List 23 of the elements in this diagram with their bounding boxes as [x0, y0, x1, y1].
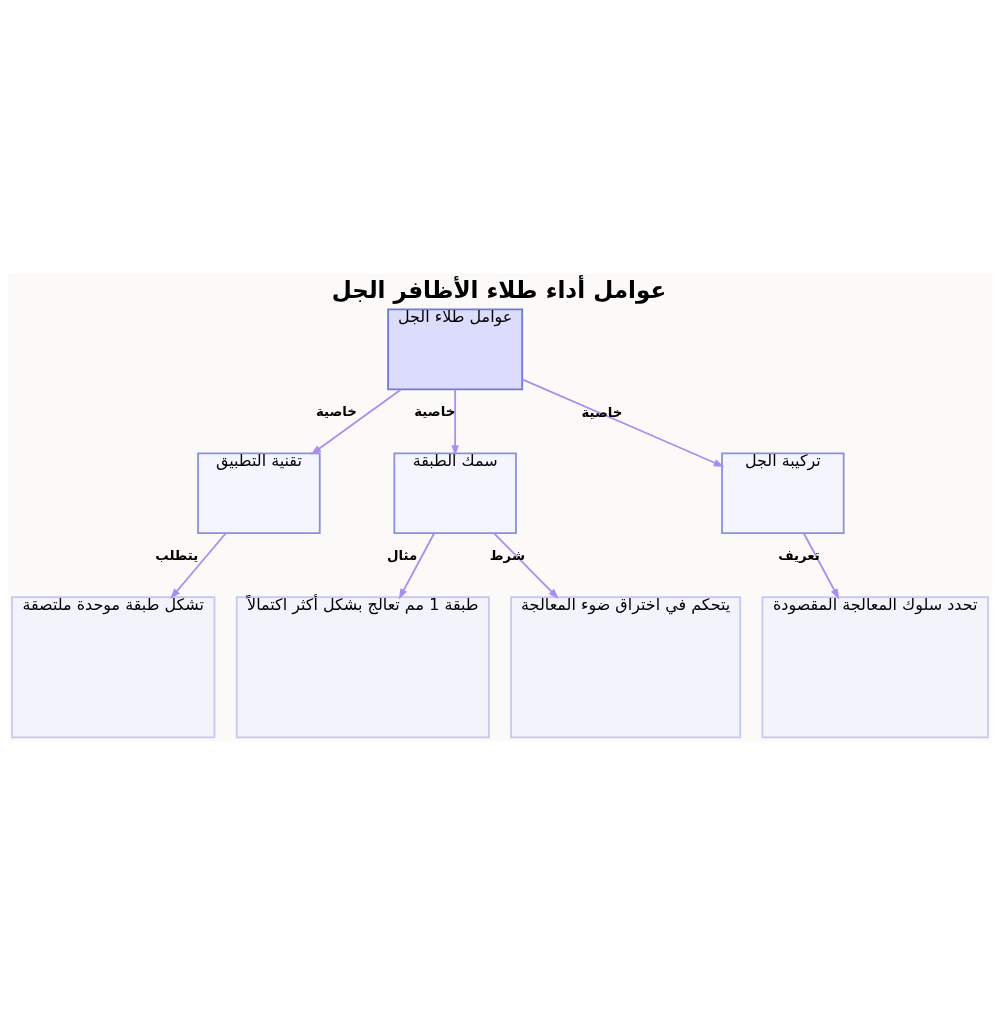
- arrow: [802, 532, 840, 600]
- edge-label: شرط: [489, 547, 525, 563]
- diagram-title: عوامل أداء طلاء الأظافر الجل: [331, 276, 667, 303]
- arrow: [492, 532, 559, 599]
- arrow: [451, 388, 459, 456]
- arrow: [310, 388, 402, 455]
- edge-label: خاصية: [315, 404, 357, 420]
- node-box: تحدد سلوك المعالجة المقصودة: [761, 596, 989, 739]
- edge-label: خاصية: [414, 404, 456, 420]
- node-box: طبقة 1 مم تعالج بشكل أكثر اكتمالاً: [235, 596, 490, 739]
- node-box: تقنية التطبيق: [197, 452, 321, 535]
- edge-label: خاصية: [581, 405, 623, 421]
- arrow: [170, 532, 227, 600]
- arrow: [398, 532, 436, 600]
- node-box: عوامل طلاء الجل: [387, 308, 524, 391]
- edge-label: مثال: [386, 547, 418, 563]
- arrow: [521, 378, 725, 467]
- node-box: تركيبة الجل: [721, 452, 845, 535]
- edge-label: تعريف: [778, 547, 820, 563]
- node-box: تشكل طبقة موحدة ملتصقة: [11, 596, 216, 739]
- edge-label: يتطلب: [155, 547, 199, 563]
- node-box: يتحكم في اختراق ضوء المعالجة: [510, 596, 742, 739]
- node-box: سمك الطبقة: [393, 452, 517, 535]
